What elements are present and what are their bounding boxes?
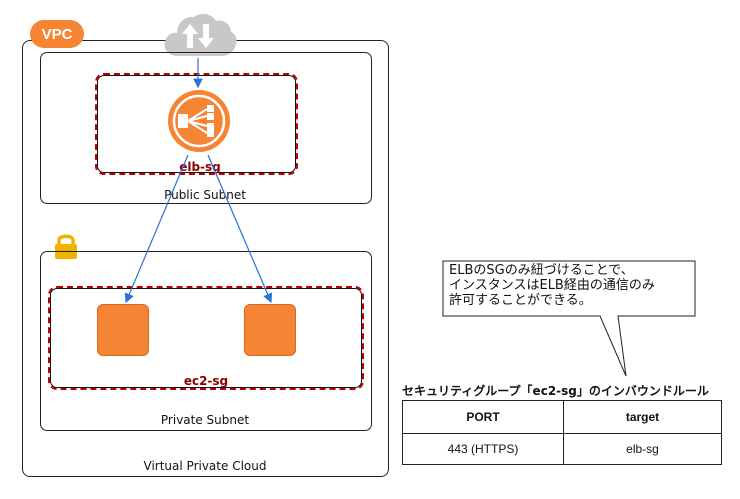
elb-to-instance-b-arrow — [207, 154, 273, 304]
vpc-label: Virtual Private Cloud — [143, 459, 267, 473]
callout-text: ELBのSGのみ紐づけることで、 インスタンスはELB経由の通信のみ 許可するこ… — [449, 263, 694, 308]
inbound-rules-table: PORT target 443 (HTTPS) elb-sg — [402, 400, 722, 465]
table-header-target: target — [563, 400, 722, 434]
table-row: 443 (HTTPS) elb-sg — [402, 433, 722, 465]
private-subnet-label: Private Subnet — [160, 413, 250, 427]
rules-table-title: セキュリティグループ「ec2-sg」のインバウンドルール — [402, 384, 709, 398]
table-cell-target: elb-sg — [563, 433, 722, 465]
callout-line: インスタンスはELB経由の通信のみ — [449, 278, 655, 293]
ec2-sg-label: ec2-sg — [183, 374, 229, 388]
elb-security-group — [95, 73, 298, 175]
elb-to-instance-a-arrow — [124, 154, 189, 304]
private-subnet — [40, 251, 372, 431]
callout-line: ELBのSGのみ紐づけることで、 — [449, 263, 634, 278]
vpc-badge-label: VPC — [41, 25, 73, 43]
vpc-badge: VPC — [30, 20, 84, 48]
elastic-load-balancer-icon — [168, 90, 230, 152]
ec2-instance-icon — [244, 304, 296, 356]
cloud-upload-download-icon — [164, 13, 237, 56]
table-cell-port: 443 (HTTPS) — [402, 433, 564, 465]
callout-bubble — [442, 260, 696, 377]
table-header-port: PORT — [402, 400, 564, 434]
ec2-instance-icon — [97, 304, 149, 356]
public-subnet-label: Public Subnet — [164, 188, 246, 202]
callout-line: 許可することができる。 — [449, 293, 592, 308]
ec2-security-group — [48, 286, 364, 390]
table-header-row: PORT target — [402, 400, 722, 434]
elb-sg-label: elb-sg — [179, 160, 221, 174]
public-subnet — [40, 52, 372, 204]
